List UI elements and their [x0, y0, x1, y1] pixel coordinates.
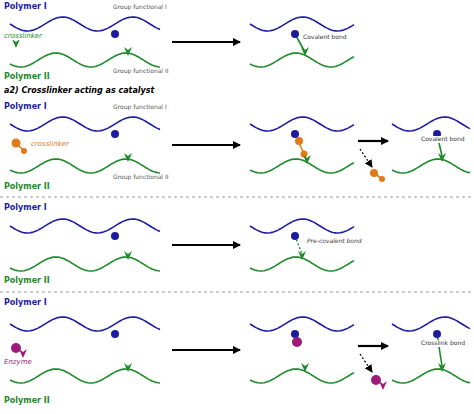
annotation-label: Polymer II: [3, 72, 51, 81]
annotation-label: Polymer II: [3, 276, 51, 285]
polymer-chain: [392, 317, 470, 331]
functional-group: [124, 47, 132, 56]
reaction-arrow: [172, 144, 240, 146]
functional-group: [433, 330, 441, 338]
reaction-arrow: [360, 149, 372, 167]
annotation-label: Covalent bond: [420, 136, 466, 143]
annotation-label: Polymer I: [3, 203, 48, 212]
separator: [0, 292, 474, 293]
annotation-label: Crosslink bond: [420, 340, 466, 347]
functional-group: [303, 155, 311, 164]
annotation-label: Group functional I: [112, 4, 168, 11]
polymer-chain: [250, 369, 354, 383]
annotation-label: Polymer II: [3, 182, 51, 191]
reaction-arrow: [172, 41, 240, 43]
functional-group: [12, 39, 20, 48]
annotation-label: Group functional II: [112, 68, 169, 75]
polymer-chain: [10, 317, 160, 331]
reaction-arrow: [358, 140, 388, 142]
polymer-chain: [10, 257, 160, 271]
functional-group: [291, 30, 299, 38]
annotation-label: crosslinker: [3, 32, 43, 40]
polymer-chain: [10, 17, 160, 31]
annotation-label: Polymer I: [3, 102, 48, 111]
functional-group: [111, 30, 119, 38]
annotation-label: crosslinker: [30, 140, 70, 148]
bond-line: [437, 334, 442, 366]
bond-line: [374, 173, 382, 179]
polymer-chain: [10, 219, 160, 233]
separator: [0, 197, 474, 198]
annotation-label: Covalent bond: [302, 34, 348, 41]
functional-group: [301, 47, 309, 56]
polymer-chain: [392, 159, 470, 173]
functional-group: [292, 337, 302, 347]
polymer-chain: [10, 53, 160, 67]
annotation-label: Polymer II: [3, 396, 51, 405]
annotation-label: Polymer I: [3, 2, 48, 11]
annotation-label: Pre-covalent bond: [306, 238, 363, 245]
functional-group: [124, 153, 132, 162]
functional-group: [438, 153, 446, 162]
polymer-chain: [10, 159, 160, 173]
functional-group: [438, 363, 446, 372]
functional-group: [298, 251, 306, 260]
functional-group: [291, 232, 299, 240]
polymer-chain: [250, 17, 354, 31]
functional-group: [124, 363, 132, 372]
reaction-arrow: [172, 244, 240, 246]
annotation-label: Group functional II: [112, 174, 169, 181]
polymer-chain: [250, 219, 354, 233]
functional-group: [11, 343, 21, 353]
annotation-label: Polymer I: [3, 298, 48, 307]
annotation-label: a2) Crosslinker acting as catalyst: [3, 86, 155, 95]
reaction-arrow: [172, 349, 240, 351]
functional-group: [111, 330, 119, 338]
annotation-label: Group functional I: [112, 104, 168, 111]
functional-group: [111, 232, 119, 240]
functional-group: [295, 137, 303, 145]
polymer-chain: [250, 317, 354, 331]
functional-group: [291, 130, 299, 138]
polymer-chain: [250, 53, 354, 67]
functional-group: [379, 381, 387, 390]
polymer-chain: [10, 117, 160, 131]
functional-group: [19, 349, 27, 358]
polymer-chain: [392, 117, 470, 131]
polymer-chain: [392, 369, 470, 383]
functional-group: [371, 375, 381, 385]
reaction-arrow: [360, 354, 372, 372]
bond-line: [16, 143, 24, 151]
annotation-label: Enzyme: [3, 358, 33, 366]
functional-group: [111, 130, 119, 138]
polymer-chain: [250, 117, 354, 131]
functional-group: [124, 251, 132, 260]
polymer-chain: [10, 369, 160, 383]
polymer-chain: [250, 159, 354, 173]
functional-group: [291, 330, 299, 338]
reaction-arrow: [358, 345, 388, 347]
functional-group: [301, 363, 309, 372]
